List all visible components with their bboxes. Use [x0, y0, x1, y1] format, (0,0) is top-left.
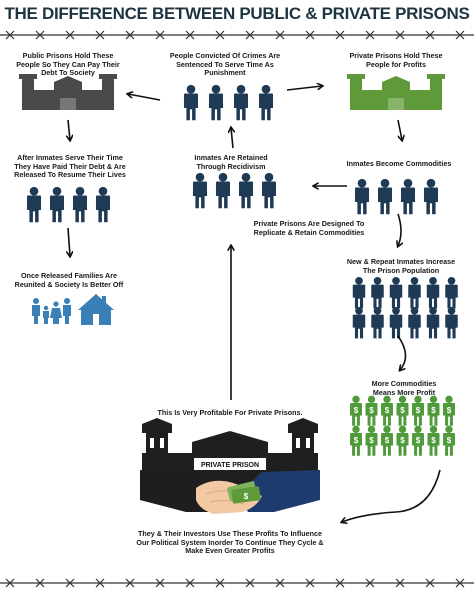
person-icon [352, 276, 366, 309]
person-icon [445, 306, 458, 339]
private-prison-sign: PRIVATE PRISON [201, 462, 259, 469]
person-icon [371, 306, 384, 339]
dollar-person-icon [443, 395, 455, 426]
private-prison-icon [347, 74, 445, 110]
dollar-person-icon [365, 425, 378, 456]
dollar-person-icon [412, 425, 424, 456]
person-icon [389, 306, 403, 339]
person-icon [426, 306, 440, 339]
public-prison-label: Public Prisons Hold These People So They… [16, 51, 120, 78]
family-icon [32, 298, 71, 324]
retained-people-icon [192, 172, 277, 209]
dollar-person-icon [396, 425, 409, 456]
svg-text:$: $ [244, 492, 249, 501]
house-icon [78, 294, 114, 325]
dollar-person-icon [381, 395, 393, 426]
dollar-person-icon [443, 425, 455, 456]
person-icon [389, 276, 403, 309]
money-people-icon [350, 395, 455, 456]
dollar-person-icon [365, 395, 378, 426]
flow-arrows [68, 86, 441, 522]
person-icon [408, 306, 421, 339]
families-label: Once Released Families Are Reunited & So… [14, 271, 124, 289]
public-prison-icon [19, 74, 117, 110]
dollar-person-icon [381, 425, 393, 456]
more-commodities-label: More Commodities Means More Profit [371, 379, 437, 397]
dollar-person-icon [412, 395, 424, 426]
dollar-person-icon [350, 425, 362, 456]
person-icon [426, 276, 440, 309]
convicted-people-icon [183, 84, 274, 121]
dollar-person-icon [350, 395, 362, 426]
investors-label: They & Their Investors Use These Profits… [136, 529, 324, 556]
after-serve-label: After Inmates Serve Their Time They Have… [14, 153, 126, 180]
dollar-person-icon [427, 395, 440, 426]
dollar-person-icon [427, 425, 440, 456]
dollar-person-icon [396, 395, 409, 426]
page-title: THE DIFFERENCE BETWEEN PUBLIC & PRIVATE … [4, 4, 470, 23]
convicted-label: People Convicted Of Crimes Are Sentenced… [169, 51, 281, 78]
handshake-icon: $ [140, 470, 320, 514]
new-repeat-label: New & Repeat Inmates Increase The Prison… [346, 257, 456, 275]
person-icon [371, 276, 384, 309]
retained-label: Inmates Are Retained Through Recidivism [194, 153, 268, 171]
person-icon [445, 276, 458, 309]
population-people-icon [352, 276, 458, 339]
commodity-people-icon [354, 178, 439, 215]
commodities-label: Inmates Become Commodities [346, 159, 452, 168]
designed-label: Private Prisons Are Designed To Replicat… [253, 219, 365, 237]
person-icon [352, 306, 366, 339]
person-icon [408, 276, 421, 309]
released-people-icon [26, 186, 111, 223]
private-prison-label: Private Prisons Hold These People for Pr… [349, 51, 443, 69]
profitable-label: This Is Very Profitable For Private Pris… [157, 408, 303, 417]
